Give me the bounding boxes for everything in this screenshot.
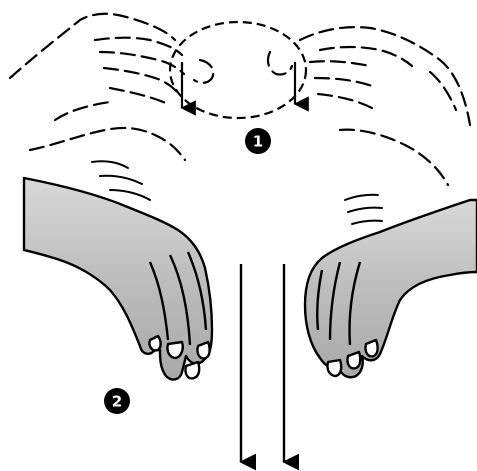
- step-1-label: 1: [253, 133, 263, 151]
- step-badge-1: 1: [245, 128, 271, 154]
- downward-arrows: [241, 264, 284, 462]
- upper-right-hand-dashed: [268, 27, 470, 185]
- lower-right-hand: [305, 200, 477, 377]
- circular-motion-guide: [170, 22, 306, 118]
- lower-left-hand: [24, 178, 212, 379]
- step-2-label: 2: [112, 393, 122, 411]
- step-badge-2: 2: [104, 388, 130, 414]
